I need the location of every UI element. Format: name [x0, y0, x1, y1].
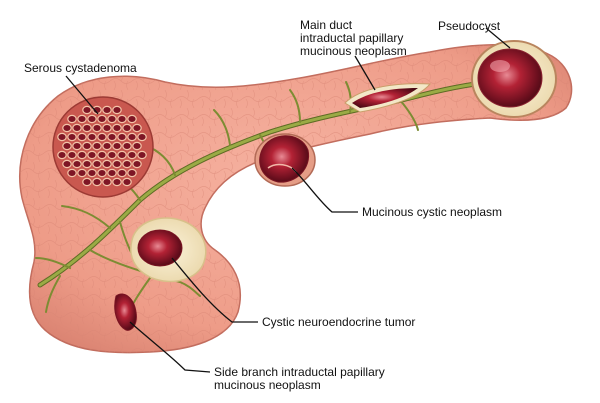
honeycomb-cell	[97, 114, 107, 124]
honeycomb-cell	[102, 105, 112, 115]
honeycomb-cell	[107, 114, 117, 124]
honeycomb-cell	[72, 123, 82, 133]
label-main-duct-ipmn-line-3: mucinous neoplasm	[300, 44, 407, 58]
honeycomb-cell	[62, 141, 72, 151]
honeycomb-cell	[127, 132, 137, 142]
label-side-branch-ipmn-line-2: mucinous neoplasm	[214, 378, 321, 392]
cystic-neuroendocrine-tumor-lesion	[130, 217, 207, 283]
honeycomb-cell	[97, 150, 107, 160]
honeycomb-cell	[132, 141, 142, 151]
honeycomb-cell	[57, 132, 67, 142]
label-pseudocyst: Pseudocyst	[438, 19, 501, 33]
honeycomb-cell	[112, 105, 122, 115]
honeycomb-cell	[127, 168, 137, 178]
honeycomb-cell	[82, 123, 92, 133]
main-duct-ipmn-lesion	[344, 83, 432, 113]
honeycomb-cell	[77, 114, 87, 124]
honeycomb-cell	[67, 114, 77, 124]
honeycomb-cell	[97, 168, 107, 178]
honeycomb-cell	[132, 159, 142, 169]
honeycomb-cell	[137, 150, 147, 160]
honeycomb-cell	[122, 177, 132, 187]
honeycomb-cell	[102, 141, 112, 151]
honeycomb-cell	[117, 150, 127, 160]
honeycomb-cell	[77, 168, 87, 178]
honeycomb-cell	[117, 132, 127, 142]
leader-cystic-neuroendocrine-tumor	[171, 257, 258, 323]
honeycomb-cell	[117, 168, 127, 178]
honeycomb-cell	[82, 177, 92, 187]
honeycomb-cell	[92, 123, 102, 133]
serous-cystadenoma-mass	[52, 96, 154, 198]
honeycomb-cell	[112, 123, 122, 133]
honeycomb-cell	[67, 150, 77, 160]
label-main-duct-ipmn-line-2: intraductal papillary	[300, 31, 404, 45]
honeycomb-cell	[57, 150, 67, 160]
label-main-duct-ipmn-line-1: Main duct	[300, 18, 353, 32]
honeycomb-cell	[82, 141, 92, 151]
honeycomb-cell	[122, 123, 132, 133]
honeycomb-cell	[62, 123, 72, 133]
honeycomb-cell	[102, 123, 112, 133]
honeycomb-cell	[102, 159, 112, 169]
honeycomb-cell	[112, 141, 122, 151]
honeycomb-cell	[127, 114, 137, 124]
honeycomb-cell	[122, 141, 132, 151]
honeycomb-cell	[92, 159, 102, 169]
honeycomb-cell	[112, 159, 122, 169]
honeycomb-cell	[137, 132, 147, 142]
honeycomb-cell	[132, 123, 142, 133]
honeycomb-cell	[97, 132, 107, 142]
honeycomb-cell	[92, 141, 102, 151]
label-mucinous-cystic-neoplasm: Mucinous cystic neoplasm	[362, 205, 503, 219]
honeycomb-cell	[102, 177, 112, 187]
honeycomb-cell	[122, 159, 132, 169]
label-serous-cystadenoma: Serous cystadenoma	[24, 61, 137, 75]
honeycomb-cell	[77, 132, 87, 142]
mucinous-cystic-neoplasm-lesion	[254, 133, 316, 187]
honeycomb-cell	[127, 150, 137, 160]
honeycomb-cell	[112, 177, 122, 187]
honeycomb-cell	[107, 150, 117, 160]
honeycomb-cell	[82, 105, 92, 115]
honeycomb-cell	[117, 114, 127, 124]
pancreatic-duct	[35, 79, 495, 319]
honeycomb-cell	[107, 132, 117, 142]
leader-serous-cystadenoma	[65, 75, 99, 115]
honeycomb-cell	[67, 168, 77, 178]
honeycomb-cell	[72, 159, 82, 169]
honeycomb-cell	[87, 168, 97, 178]
label-side-branch-ipmn: Side branch intraductal papillary mucino…	[214, 366, 385, 392]
honeycomb-cell	[62, 159, 72, 169]
honeycomb-cell	[72, 141, 82, 151]
honeycomb-cell	[67, 132, 77, 142]
honeycomb-cell	[92, 177, 102, 187]
label-cystic-neuroendocrine-tumor: Cystic neuroendocrine tumor	[262, 315, 416, 329]
leader-main-duct-ipmn	[354, 55, 376, 91]
honeycomb-cell	[87, 114, 97, 124]
honeycomb-cell	[87, 150, 97, 160]
leader-pseudocyst	[485, 27, 511, 49]
leader-lines	[65, 27, 511, 373]
label-main-duct-ipmn: Main duct intraductal papillary mucinous…	[300, 19, 407, 58]
honeycomb-cell	[87, 132, 97, 142]
leader-side-branch-ipmn	[129, 321, 211, 373]
honeycomb-cell	[82, 159, 92, 169]
honeycomb-cell	[77, 150, 87, 160]
honeycomb-cell	[107, 168, 117, 178]
label-side-branch-ipmn-line-1: Side branch intraductal papillary	[214, 365, 385, 379]
leader-mucinous-cystic-neoplasm	[291, 167, 358, 213]
pseudocyst-lesion	[471, 40, 557, 118]
